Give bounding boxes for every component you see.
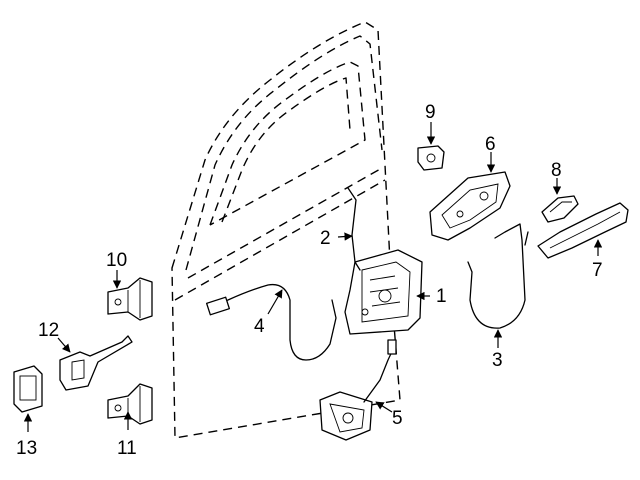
callout-4: 4	[254, 316, 265, 337]
door-lock-actuator	[344, 249, 423, 335]
callout-labels: 1 2 3 4 5 6 7 8 9 10 11 12 13	[16, 102, 603, 459]
callout-12: 12	[38, 320, 59, 341]
callout-10: 10	[106, 250, 127, 271]
handle-cap	[541, 195, 579, 223]
handle-carrier	[429, 171, 511, 241]
release-cable	[467, 223, 529, 329]
callout-6: 6	[485, 134, 496, 155]
door-outline	[171, 21, 401, 439]
door-grommet	[13, 365, 43, 413]
outside-handle	[537, 202, 629, 259]
inside-handle-cable	[205, 283, 337, 361]
callout-leaders	[23, 122, 603, 432]
callout-2: 2	[320, 228, 331, 249]
callout-13: 13	[16, 438, 37, 459]
door-check-strap	[59, 335, 133, 391]
upper-hinge	[107, 277, 153, 321]
door-striker	[417, 145, 445, 171]
callout-11: 11	[117, 438, 137, 459]
callout-5: 5	[392, 408, 403, 429]
callout-9: 9	[425, 102, 436, 123]
callout-3: 3	[492, 350, 503, 371]
callout-7: 7	[592, 260, 603, 281]
callout-1: 1	[436, 286, 447, 307]
lock-motor-assembly	[319, 339, 397, 441]
lower-hinge	[107, 383, 153, 425]
callout-8: 8	[551, 160, 562, 181]
